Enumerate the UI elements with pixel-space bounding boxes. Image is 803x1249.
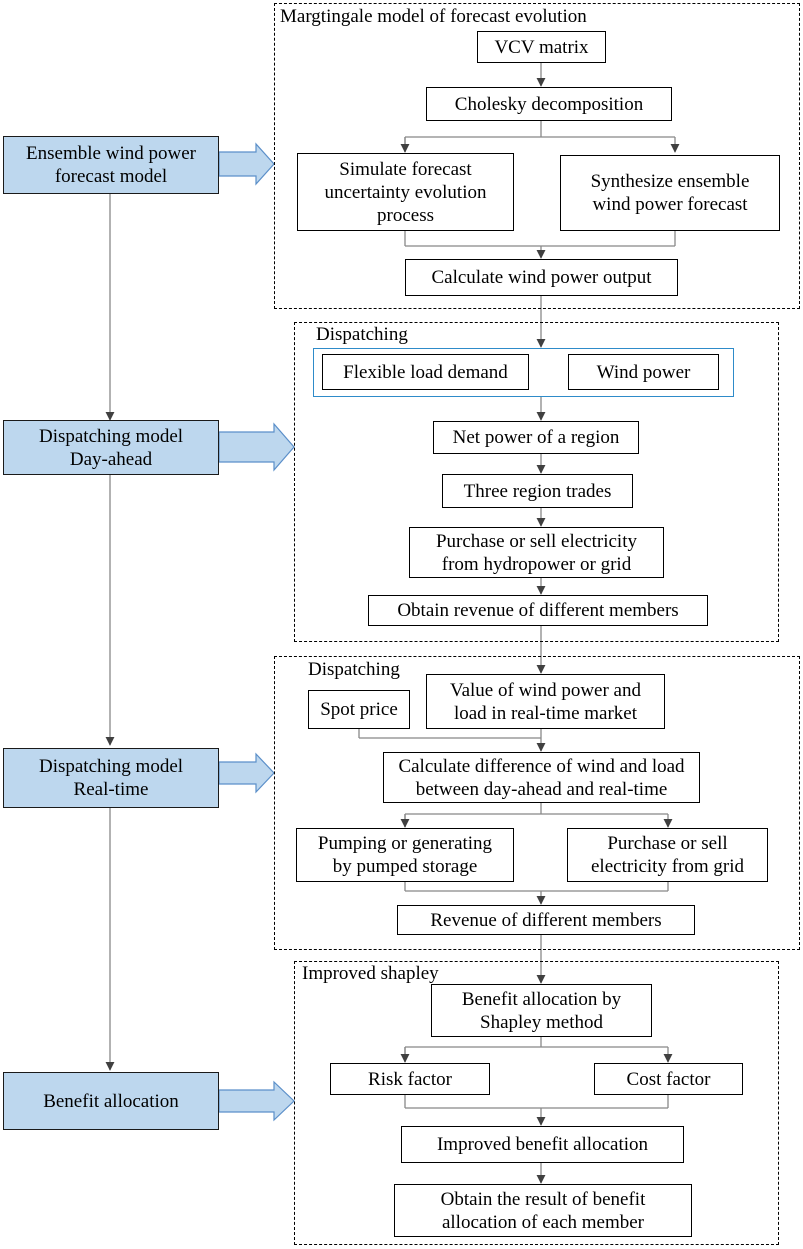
- three-region-trades-box: Three region trades: [442, 474, 633, 508]
- day-ahead-frame-title: Dispatching: [316, 324, 408, 346]
- real-time-frame-title: Dispatching: [308, 659, 400, 681]
- calculate-wind-output-box: Calculate wind power output: [405, 259, 678, 296]
- calculate-difference-box: Calculate difference of wind and load be…: [383, 752, 700, 803]
- shapley-method-box: Benefit allocation by Shapley method: [431, 984, 652, 1037]
- synthesize-forecast-box: Synthesize ensemble wind power forecast: [560, 155, 780, 231]
- side-box-benefit-allocation: Benefit allocation: [3, 1072, 219, 1130]
- simulate-uncertainty-box: Simulate forecast uncertainty evolution …: [297, 153, 514, 231]
- connector-merge-improved: [404, 1095, 669, 1125]
- connector-merge-output: [404, 231, 676, 258]
- forecast-evolution-frame: [274, 3, 800, 309]
- pumped-storage-box: Pumping or generating by pumped storage: [296, 828, 514, 882]
- connector-merge-difference: [358, 729, 541, 751]
- revenue-members-box: Revenue of different members: [397, 905, 695, 935]
- shapley-frame-title: Improved shapley: [302, 963, 439, 985]
- real-time-dispatching-frame: [274, 656, 800, 950]
- real-time-value-box: Value of wind power and load in real-tim…: [426, 674, 665, 729]
- risk-factor-box: Risk factor: [330, 1063, 490, 1095]
- purchase-hydropower-box: Purchase or sell electricity from hydrop…: [409, 527, 664, 578]
- block-arrow-dayahead: [218, 422, 295, 472]
- net-power-box: Net power of a region: [433, 421, 639, 454]
- spot-price-box: Spot price: [308, 690, 410, 729]
- side-box-day-ahead: Dispatching model Day-ahead: [3, 420, 219, 475]
- obtain-result-box: Obtain the result of benefit allocation …: [394, 1184, 692, 1237]
- wind-power-box: Wind power: [568, 354, 719, 390]
- cholesky-box: Cholesky decomposition: [426, 87, 672, 121]
- day-ahead-dispatching-frame: [294, 322, 779, 642]
- vcv-matrix-box: VCV matrix: [477, 31, 606, 63]
- block-arrow-forecast: [218, 142, 275, 186]
- forecast-frame-title: Margtingale model of forecast evolution: [280, 6, 587, 28]
- side-box-real-time: Dispatching model Real-time: [3, 748, 219, 808]
- inputs-group-box: [313, 348, 734, 397]
- cost-factor-box: Cost factor: [594, 1063, 743, 1095]
- connector-difference-branches: [404, 803, 668, 827]
- flexible-load-box: Flexible load demand: [322, 354, 529, 390]
- connector-merge-revenue: [404, 882, 669, 904]
- purchase-grid-box: Purchase or sell electricity from grid: [567, 828, 768, 882]
- connector-cholesky-branches: [404, 121, 675, 152]
- improved-shapley-frame: [294, 961, 779, 1245]
- obtain-revenue-box: Obtain revenue of different members: [368, 595, 708, 626]
- connector-shapley-branches: [404, 1037, 668, 1062]
- side-box-forecast: Ensemble wind power forecast model: [3, 136, 219, 194]
- block-arrow-benefit: [218, 1080, 295, 1122]
- improved-benefit-box: Improved benefit allocation: [401, 1126, 684, 1163]
- block-arrow-realtime: [218, 752, 275, 794]
